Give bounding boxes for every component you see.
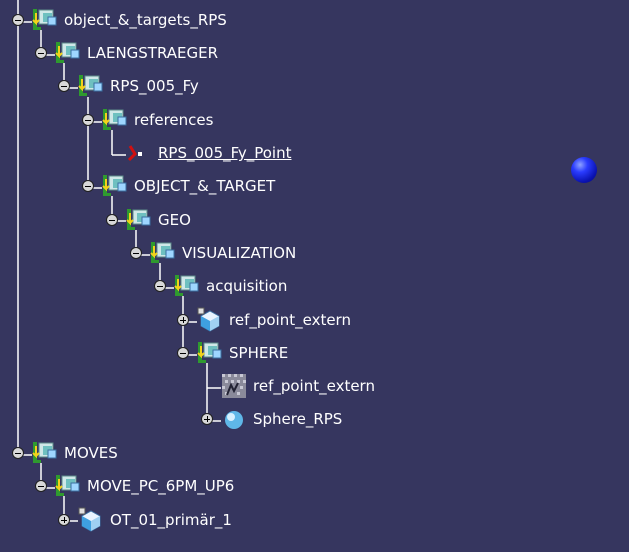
expand-toggle-ot-01-primar-1[interactable] — [58, 514, 70, 526]
collapse-toggle-rps-005-fy[interactable] — [58, 80, 70, 92]
product-icon[interactable] — [32, 440, 58, 466]
point-icon[interactable] — [124, 140, 150, 166]
tree-node-label-ot-01-primar-1[interactable]: OT_01_primär_1 — [110, 511, 232, 529]
collapse-toggle-move-pc-6pm-up6[interactable] — [35, 480, 47, 492]
product-icon[interactable] — [102, 173, 128, 199]
product-icon[interactable] — [55, 473, 81, 499]
tree-node-label-laengstraeger[interactable]: LAENGSTRAEGER — [87, 44, 219, 62]
tree-node-label-acquisition[interactable]: acquisition — [206, 277, 288, 295]
tree-node-label-ref-point-extern-1[interactable]: ref_point_extern — [229, 311, 351, 329]
collapse-toggle-acquisition[interactable] — [154, 280, 166, 292]
expand-toggle-ref-point-extern-1[interactable] — [177, 314, 189, 326]
tree-node-label-move-pc-6pm-up6[interactable]: MOVE_PC_6PM_UP6 — [87, 477, 235, 495]
product-icon[interactable] — [197, 340, 223, 366]
collapse-toggle-object-and-target[interactable] — [82, 180, 94, 192]
tree-node-label-ref-point-extern-2[interactable]: ref_point_extern — [253, 377, 375, 395]
tree-node-label-moves[interactable]: MOVES — [64, 444, 118, 462]
tree-node-label-visualization[interactable]: VISUALIZATION — [182, 244, 297, 262]
tree-node-label-rps-005-fy-point[interactable]: RPS_005_Fy_Point — [158, 144, 292, 162]
collapse-toggle-object-and-targets-rps[interactable] — [12, 14, 24, 26]
product-icon[interactable] — [174, 273, 200, 299]
tree-node-label-references[interactable]: references — [134, 111, 214, 129]
tree-node-label-object-and-target[interactable]: OBJECT_&_TARGET — [134, 177, 276, 195]
product-icon[interactable] — [150, 240, 176, 266]
expand-toggle-sphere-rps[interactable] — [201, 413, 213, 425]
tree-node-label-geo[interactable]: GEO — [158, 211, 191, 229]
collapse-toggle-visualization[interactable] — [130, 247, 142, 259]
product-icon[interactable] — [102, 107, 128, 133]
tree-node-label-sphere-rps[interactable]: Sphere_RPS — [253, 410, 343, 428]
collapse-toggle-references[interactable] — [82, 114, 94, 126]
sphere-icon[interactable] — [221, 406, 247, 432]
collapse-toggle-moves[interactable] — [12, 447, 24, 459]
collapse-toggle-geo[interactable] — [106, 214, 118, 226]
product-icon[interactable] — [55, 40, 81, 66]
collapse-toggle-laengstraeger[interactable] — [35, 47, 47, 59]
tree-node-label-sphere[interactable]: SPHERE — [229, 344, 289, 362]
tree-node-label-object-and-targets-rps[interactable]: object_&_targets_RPS — [64, 11, 227, 29]
product-icon[interactable] — [32, 7, 58, 33]
part-icon[interactable] — [197, 307, 223, 333]
part-icon[interactable] — [78, 507, 104, 533]
sphere-3d-object[interactable] — [571, 157, 597, 183]
hidden-part-icon[interactable] — [221, 373, 247, 399]
product-icon[interactable] — [78, 73, 104, 99]
collapse-toggle-sphere[interactable] — [177, 347, 189, 359]
product-icon[interactable] — [126, 207, 152, 233]
tree-node-label-rps-005-fy[interactable]: RPS_005_Fy — [110, 77, 199, 95]
